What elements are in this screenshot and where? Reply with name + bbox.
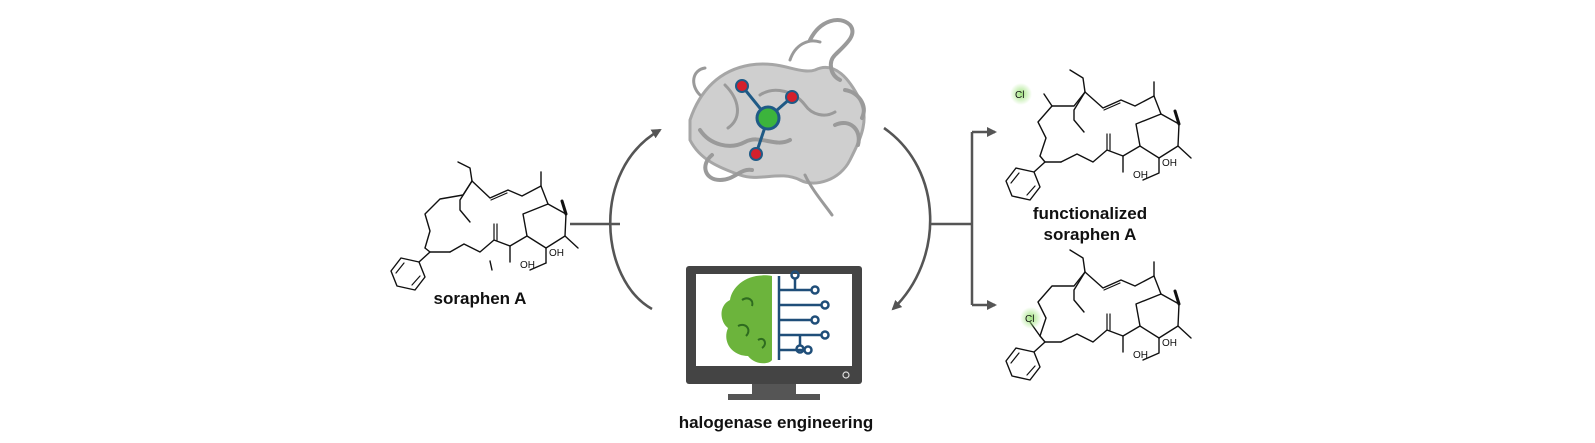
metal-ion [755, 105, 781, 131]
chlorinated-product-1-structure [1005, 69, 1192, 201]
product-branch-arrows [930, 127, 997, 310]
product-1-oh-tertiary: OH [1133, 170, 1148, 181]
functionalized-product-label: functionalized soraphen A [1010, 203, 1170, 245]
chlorine-halo [1020, 307, 1042, 329]
product-2-oh-tertiary: OH [1133, 350, 1148, 361]
product-2-oh-ring: OH [1162, 338, 1177, 349]
halogenase-engineering-label: halogenase engineering [678, 413, 874, 432]
active-site-metal-complex [735, 79, 799, 161]
product-1-oh-ring: OH [1162, 158, 1177, 169]
chlorine-atom-1: Cl [1015, 90, 1024, 101]
ligand-atom [785, 90, 799, 104]
neural-circuit-icon [777, 270, 830, 360]
chlorine-halo [1010, 83, 1032, 105]
soraphen-a-oh-tertiary: OH [520, 260, 535, 271]
chlorinated-product-2-structure [1005, 249, 1192, 381]
soraphen-a-oh-ring: OH [549, 248, 564, 259]
power-button-icon [842, 371, 850, 379]
ligand-atom [735, 79, 749, 93]
soraphen-a-structure [390, 161, 579, 291]
cycle-arrow-left [608, 128, 662, 311]
computer-monitor-icon [686, 266, 862, 400]
ligand-atom [749, 147, 763, 161]
functionalized-label-line2: soraphen A [1043, 225, 1137, 244]
brain-icon [721, 275, 772, 364]
functionalized-label-line1: functionalized [1032, 204, 1148, 223]
chlorine-atom-2: Cl [1025, 314, 1034, 325]
cycle-arrow-right [883, 126, 932, 311]
soraphen-a-label: soraphen A [433, 289, 527, 308]
